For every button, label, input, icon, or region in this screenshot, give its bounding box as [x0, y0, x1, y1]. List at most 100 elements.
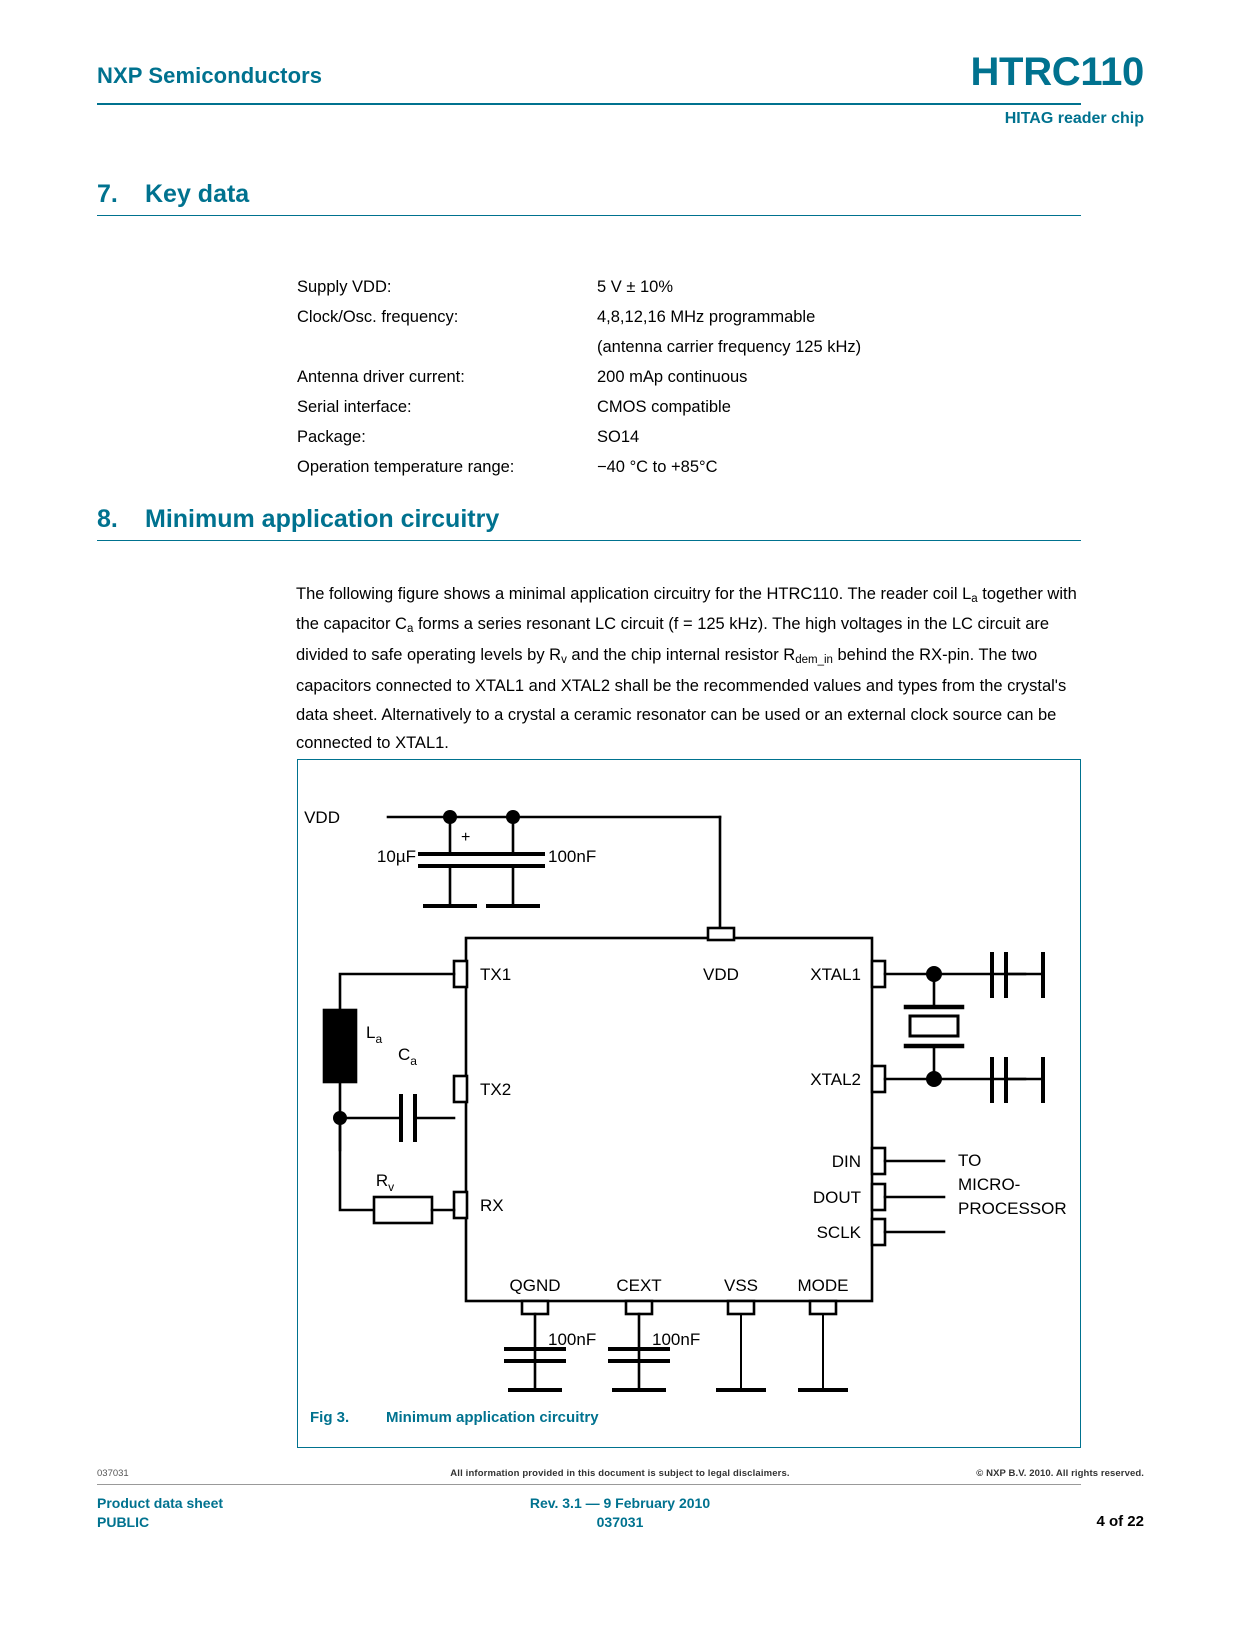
label-cap-100nf-supply: 100nF	[548, 847, 596, 866]
label-pin-qgnd: QGND	[510, 1276, 561, 1295]
key-data-value: 5 V ± 10%	[597, 278, 674, 296]
para-part-2: together with the capacitor C	[296, 584, 1077, 634]
key-data-label: Serial interface:	[297, 398, 412, 416]
label-to-micro-3: PROCESSOR	[958, 1199, 1067, 1218]
label-capacitor-ca: Ca	[398, 1045, 417, 1068]
section-8-paragraph: The following figure shows a minimal app…	[296, 580, 1081, 759]
resistor-rv	[372, 1195, 434, 1225]
footer-revision-block: Rev. 3.1 — 9 February 2010 037031	[0, 1494, 1240, 1532]
label-cext-cap-value: 100nF	[652, 1330, 700, 1349]
label-pin-vdd-chip: VDD	[703, 965, 739, 984]
key-data-row: Serial interface: CMOS compatible	[297, 392, 861, 422]
key-data-label: Package:	[297, 428, 366, 446]
pin-xtal1	[870, 959, 887, 989]
section-7-divider	[97, 215, 1081, 216]
para-sub-a2: a	[406, 623, 414, 636]
para-part-5: behind the RX-pin. The two capacitors co…	[296, 646, 1067, 753]
rv-left-wire	[338, 1116, 376, 1212]
key-data-row: Package: SO14	[297, 422, 861, 452]
pin-qgnd	[520, 1299, 550, 1316]
para-sub-v: v	[561, 654, 567, 667]
section-8-title: Minimum application circuitry	[145, 505, 500, 533]
label-pin-tx2: TX2	[480, 1080, 511, 1099]
figure-box: VDD 10µF + 100nF TX1 TX2 RX VDD XTAL1 XT…	[297, 759, 1081, 1448]
key-data-row: Clock/Osc. frequency: 4,8,12,16 MHz progr…	[297, 302, 861, 332]
label-vdd-supply: VDD	[304, 808, 340, 827]
footer-disclaimer: All information provided in this documen…	[450, 1468, 790, 1479]
junction-dot	[506, 810, 520, 824]
inductor-la	[322, 1008, 358, 1084]
footer-copyright: © NXP B.V. 2010. All rights reserved.	[976, 1468, 1144, 1479]
key-data-value: SO14	[597, 428, 640, 446]
junction-dot	[443, 810, 457, 824]
para-sub-a1: a	[971, 592, 978, 605]
key-data-label: Clock/Osc. frequency:	[297, 308, 459, 326]
label-pin-rx: RX	[480, 1196, 504, 1215]
label-qgnd-cap-value: 100nF	[548, 1330, 596, 1349]
key-data-value: CMOS compatible	[597, 398, 731, 416]
tx1-wire	[338, 972, 456, 1012]
para-part-3: forms a series resonant LC circuit (f = …	[296, 615, 1050, 665]
key-data-row: Antenna driver current:200 mAp continuou…	[297, 362, 861, 392]
key-data-list: Supply VDD: 5 V ± 10% Clock/Osc. frequenc…	[297, 272, 861, 482]
company-name: NXP Semiconductors	[97, 63, 323, 88]
chip-body	[464, 936, 874, 1303]
header-divider	[97, 103, 1081, 105]
footer-doc-number-center: 037031	[596, 1514, 644, 1530]
pin-tx2	[452, 1074, 469, 1104]
label-to-micro-2: MICRO-	[958, 1175, 1020, 1194]
header-subtitle: HITAG reader chip	[1004, 110, 1144, 127]
section-8-divider	[97, 540, 1081, 541]
pin-dout	[870, 1182, 887, 1212]
label-pin-xtal2: XTAL2	[810, 1070, 861, 1089]
label-pin-vss: VSS	[724, 1276, 758, 1295]
pin-mode	[808, 1299, 838, 1316]
key-data-row: Operation temperature range: −40 °C to +8…	[297, 452, 861, 482]
key-data-value: 4,8,12,16 MHz programmable	[597, 308, 816, 326]
pin-vdd-top	[706, 926, 736, 942]
footer-doc-type-line2: PUBLIC	[97, 1514, 150, 1530]
pin-xtal2	[870, 1064, 887, 1094]
label-pin-sclk: SCLK	[817, 1223, 862, 1242]
label-pin-xtal1: XTAL1	[810, 965, 861, 984]
label-resistor-rv: Rv	[376, 1171, 394, 1194]
footer-doc-number-left: 037031	[97, 1468, 129, 1479]
pin-din	[870, 1146, 887, 1176]
label-to-micro-1: TO	[958, 1151, 981, 1170]
key-data-row: Supply VDD: 5 V ± 10%	[297, 272, 861, 302]
figure-caption: Fig 3. Minimum application circuitry	[310, 1409, 599, 1426]
pin-cext	[624, 1299, 654, 1316]
label-pin-cext: CEXT	[616, 1276, 661, 1295]
key-data-label: Antenna driver current:	[297, 368, 465, 386]
circuit-diagram: VDD 10µF + 100nF TX1 TX2 RX VDD XTAL1 XT…	[304, 808, 1067, 1392]
footer-divider	[97, 1484, 1081, 1485]
para-part-4: and the chip internal resistor R	[566, 646, 796, 665]
label-pin-din: DIN	[832, 1152, 861, 1171]
crystal-body	[908, 1014, 960, 1038]
key-data-value: −40 °C to +85°C	[597, 458, 718, 476]
label-cap-polarity-plus: +	[461, 829, 470, 846]
pin-tx1	[452, 959, 469, 989]
key-data-label: Supply VDD:	[297, 278, 392, 296]
key-data-row: (antenna carrier frequency 125 kHz)	[297, 332, 861, 362]
label-pin-tx1: TX1	[480, 965, 511, 984]
key-data-label: Operation temperature range:	[297, 458, 515, 476]
part-number-title: HTRC110	[970, 50, 1144, 94]
footer-revision: Rev. 3.1 — 9 February 2010	[529, 1495, 711, 1511]
section-7-title: Key data	[145, 180, 250, 208]
figure-caption-number: Fig 3.	[310, 1409, 350, 1426]
pin-sclk	[870, 1217, 887, 1247]
section-7-number: 7.	[97, 180, 118, 208]
label-inductor-la: La	[366, 1023, 382, 1046]
figure-caption-title: Minimum application circuitry	[386, 1409, 599, 1426]
section-8-number: 8.	[97, 505, 118, 533]
para-part-1: The following figure shows a minimal app…	[296, 584, 972, 603]
footer-doc-type-line1: Product data sheet	[97, 1495, 224, 1511]
footer-doc-type: Product data sheet PUBLIC	[97, 1494, 223, 1532]
footer-page-number: 4 of 22	[1096, 1513, 1144, 1530]
label-pin-dout: DOUT	[813, 1188, 861, 1207]
label-pin-mode: MODE	[798, 1276, 849, 1295]
key-data-value-continued: (antenna carrier frequency 125 kHz)	[597, 338, 862, 356]
label-cap-10uf: 10µF	[377, 847, 416, 866]
